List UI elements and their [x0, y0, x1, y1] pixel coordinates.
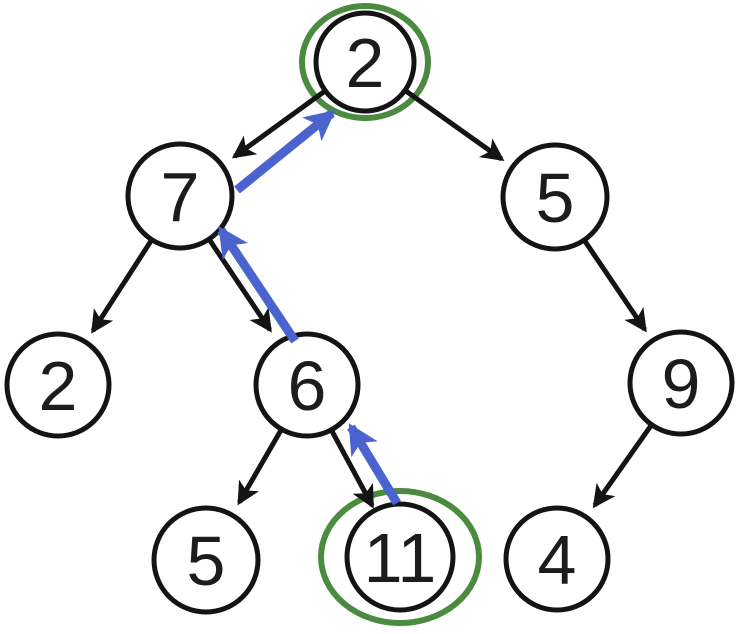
node-circle: [503, 505, 611, 613]
tree-edge-n7-n2l: [90, 236, 155, 334]
tree-node-n2l: 2: [4, 331, 112, 439]
node-label: 4: [538, 521, 577, 599]
node-circle: [151, 505, 261, 615]
node-circle: [4, 331, 112, 439]
tree-node-n7: 7: [125, 141, 235, 251]
highlight-ring-root2: [299, 3, 431, 121]
tree-edge-n6-n5b: [237, 426, 285, 506]
tree-node-n11: 11: [344, 501, 456, 613]
node-circle: [500, 142, 610, 252]
node-label: 7: [161, 158, 200, 236]
node-label: 11: [364, 519, 437, 597]
tree-edge-n7-n6: [205, 236, 272, 333]
tree-node-n5r: 5: [500, 142, 610, 252]
node-label: 5: [187, 522, 226, 600]
tree-node-n4: 4: [503, 505, 611, 613]
traversal-arrow-n11-n6: [347, 423, 401, 506]
tree-node-n9: 9: [627, 329, 735, 437]
tree-edge-root2-n5r: [401, 87, 505, 162]
node-circle: [344, 501, 456, 613]
highlight-ring-n11: [318, 488, 482, 626]
traversal-arrow-n6-n7: [217, 226, 299, 344]
node-label: 6: [288, 347, 327, 425]
tree-node-root2: 2: [313, 10, 417, 114]
node-circle: [627, 329, 735, 437]
tree-edge-n5r-n9: [580, 236, 647, 333]
tree-edge-n6-n11: [328, 426, 375, 509]
node-circle: [253, 331, 361, 439]
node-label: 2: [39, 347, 78, 425]
node-circle: [125, 141, 235, 251]
tree-edge-n9-n4: [592, 421, 655, 509]
traversal-arrow-n7-root2: [234, 109, 336, 194]
node-circle: [313, 10, 417, 114]
tree-node-n5b: 5: [151, 505, 261, 615]
tree-node-n6: 6: [253, 331, 361, 439]
node-label: 9: [662, 345, 701, 423]
node-label: 2: [346, 24, 385, 102]
node-label: 5: [536, 159, 575, 237]
tree-edge-root2-n7: [231, 87, 329, 159]
